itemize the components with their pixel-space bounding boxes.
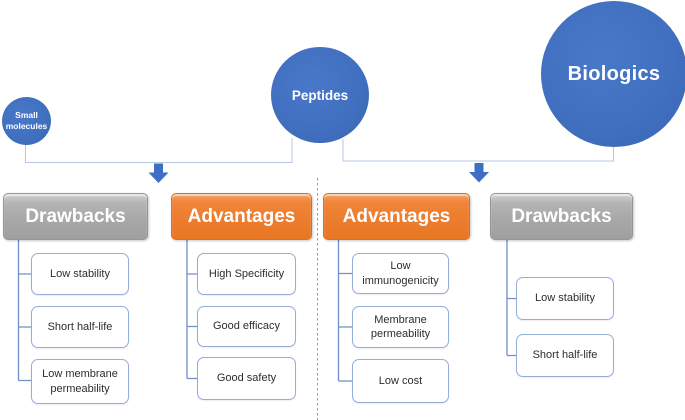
down-arrow-icon-right <box>469 163 489 183</box>
small-molecules-label: Small molecules <box>5 109 48 131</box>
tree-wire-col1 <box>17 240 31 382</box>
item-box: Good safety <box>197 357 296 400</box>
wire-small-molecules-peptides <box>25 138 293 163</box>
item-box: Membrane permeability <box>352 306 449 348</box>
item-label: Good safety <box>216 372 277 385</box>
item-label: Short half-life <box>532 349 598 362</box>
item-box: Low stability <box>31 253 129 295</box>
peptides-label: Peptides <box>291 87 349 103</box>
item-box: High Specificity <box>197 253 296 295</box>
down-arrow-icon-left <box>148 163 169 183</box>
header-label: Advantages <box>342 205 451 227</box>
item-box: Low immunogenicity <box>352 253 449 294</box>
item-label: Low stability <box>50 267 110 280</box>
item-box: Short half-life <box>31 306 129 348</box>
item-label: Low immunogenicity <box>362 260 439 287</box>
item-label: Membrane permeability <box>370 313 431 340</box>
header-label: Advantages <box>187 205 296 227</box>
header-drawbacks-left: Drawbacks <box>3 193 148 240</box>
item-label: High Specificity <box>208 267 285 280</box>
item-box: Good efficacy <box>197 306 296 347</box>
item-label: Good efficacy <box>212 320 281 333</box>
header-advantages-right: Advantages <box>323 193 470 240</box>
tree-wire-col4 <box>506 240 516 357</box>
header-advantages-left: Advantages <box>171 193 312 240</box>
peptides-circle: Peptides <box>271 47 369 143</box>
item-box: Short half-life <box>516 334 614 377</box>
item-label: Low cost <box>378 374 423 387</box>
header-drawbacks-right: Drawbacks <box>490 193 633 240</box>
small-molecules-circle: Small molecules <box>2 97 51 145</box>
item-box: Low membrane permeability <box>31 359 129 404</box>
biologics-circle: Biologics <box>541 1 685 147</box>
biologics-label: Biologics <box>567 62 661 85</box>
wire-peptides-biologics <box>342 139 614 162</box>
tree-wire-col3 <box>337 240 352 382</box>
header-label: Drawbacks <box>511 205 612 227</box>
tree-wire-col2 <box>186 240 197 380</box>
item-label: Low stability <box>535 292 595 305</box>
item-box: Low cost <box>352 359 449 403</box>
item-box: Low stability <box>516 277 614 320</box>
header-label: Drawbacks <box>25 205 126 227</box>
item-label: Low membrane permeability <box>42 368 118 395</box>
item-label: Short half-life <box>47 320 113 333</box>
